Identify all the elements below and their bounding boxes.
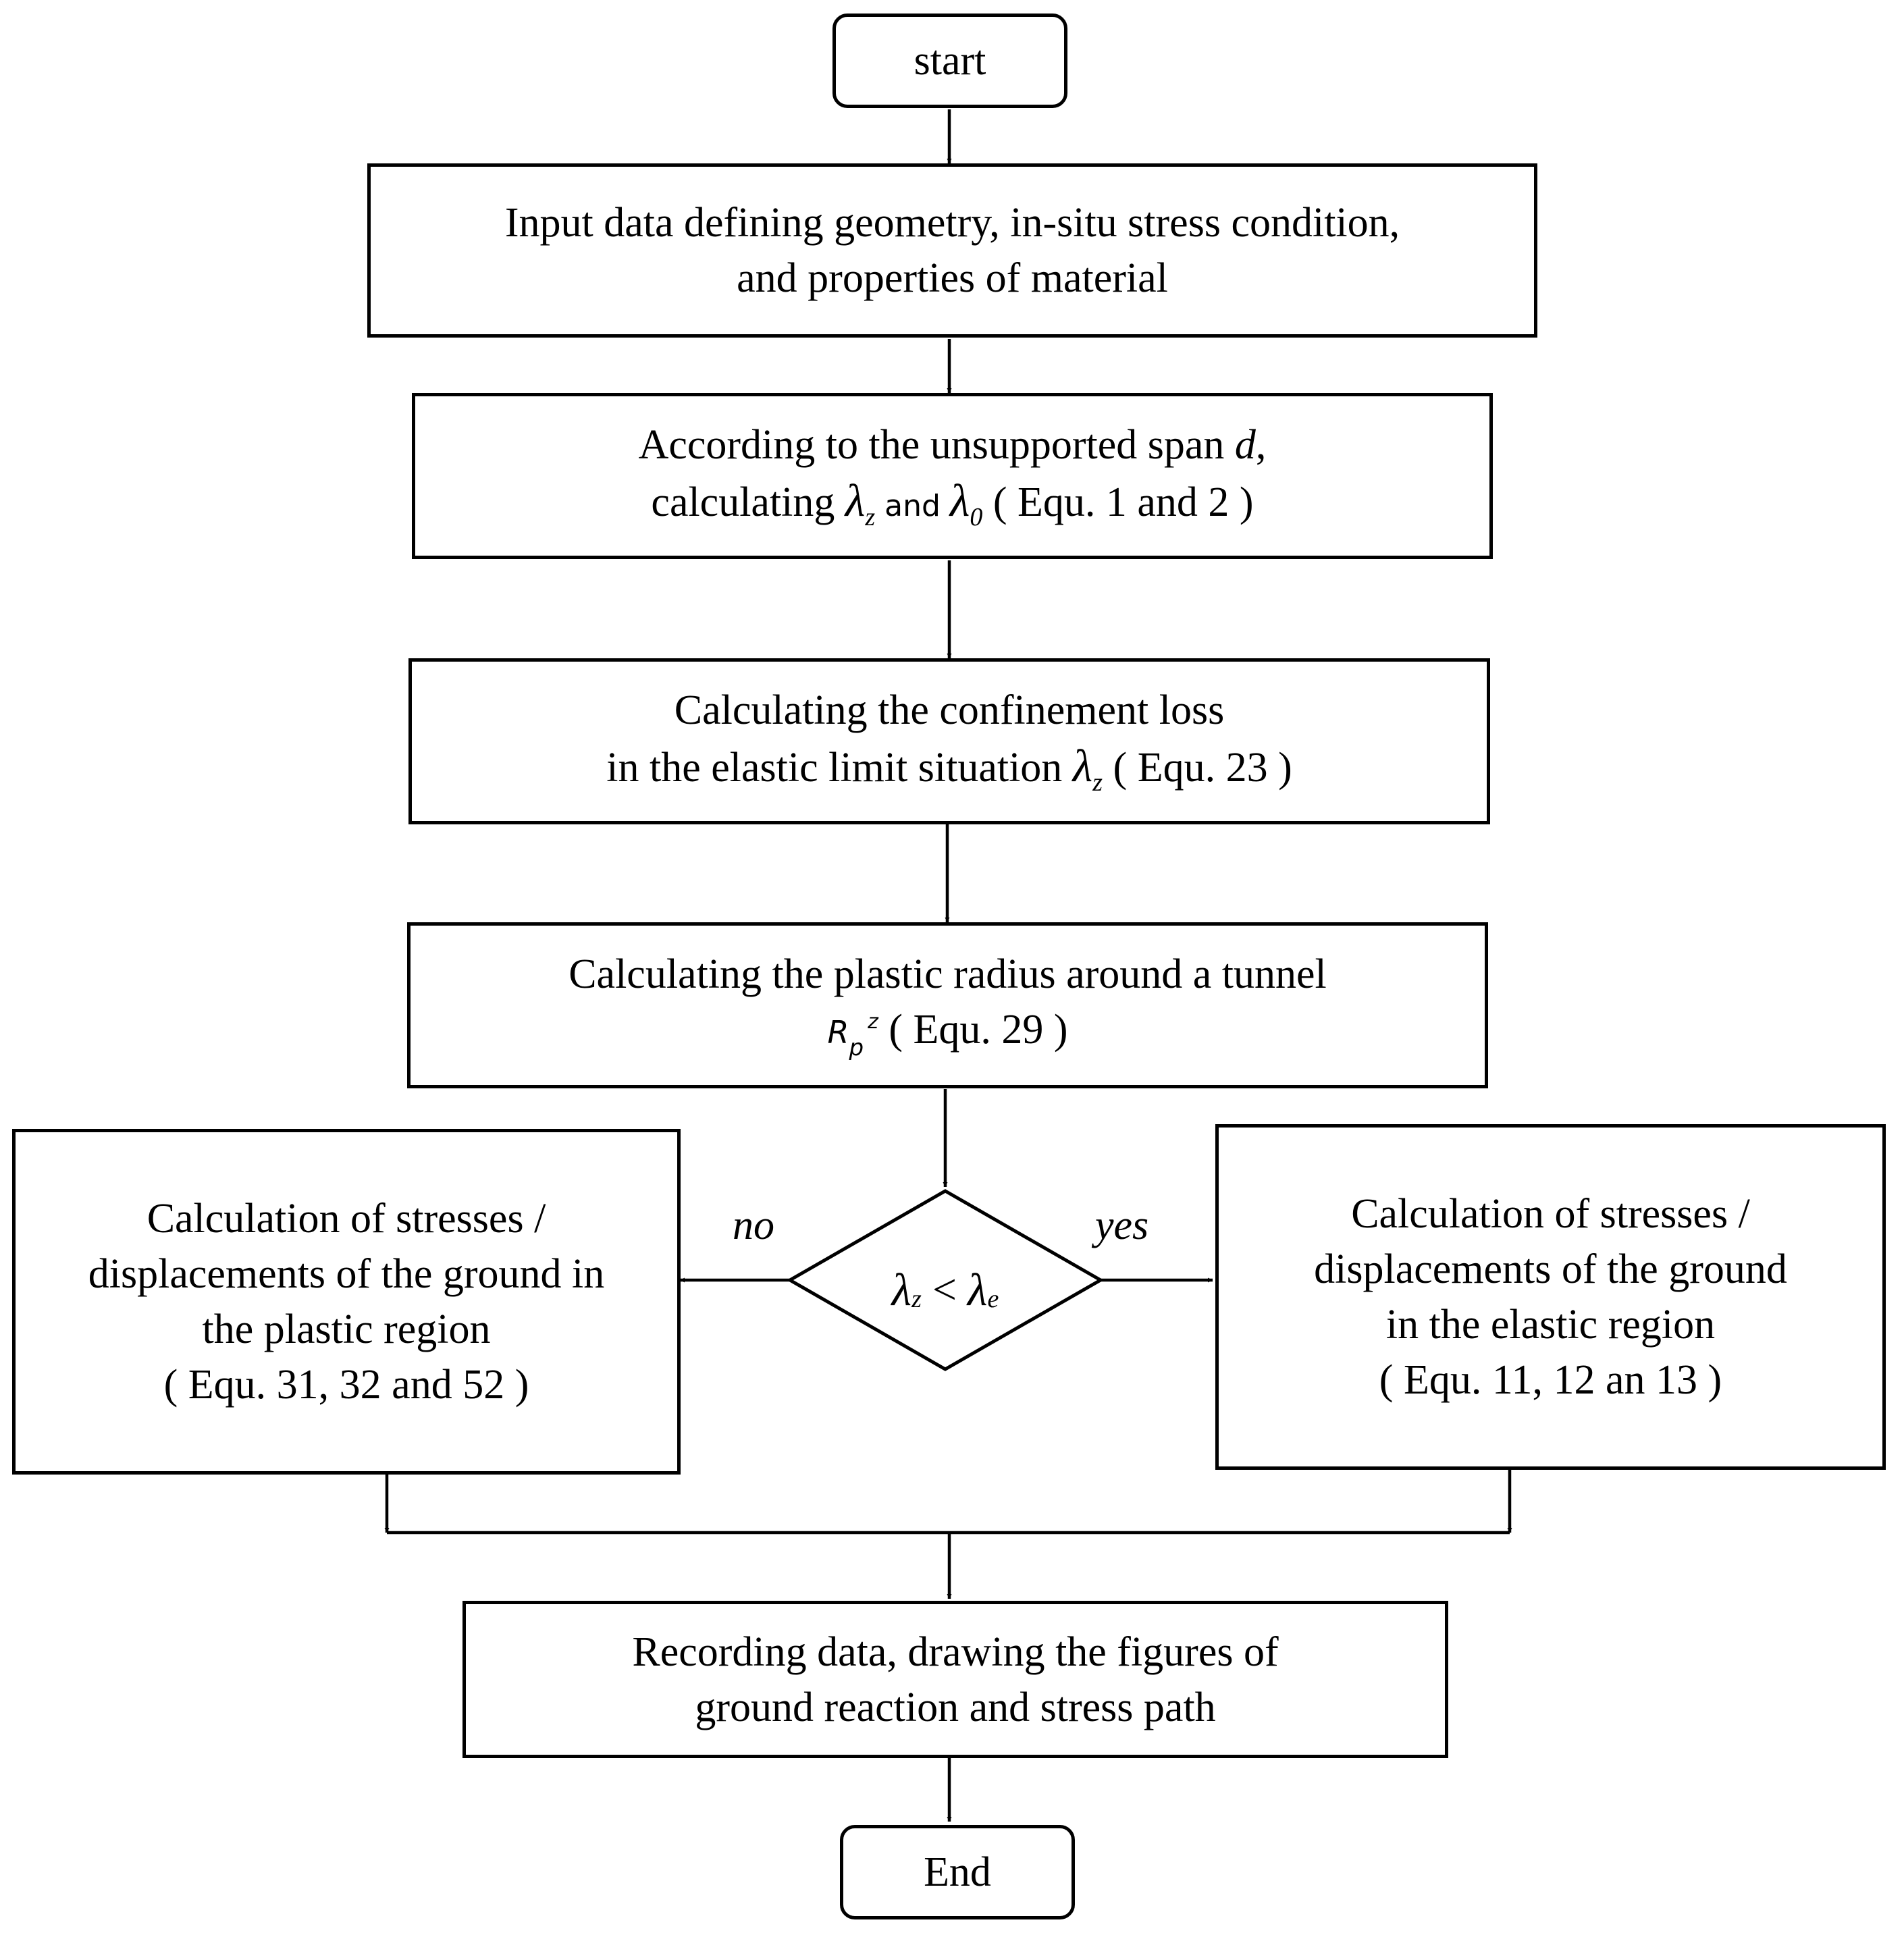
lambda-symbol: λ — [949, 474, 970, 526]
plastic-calc-line-1: Calculation of stresses / — [147, 1196, 546, 1242]
lambda-symbol: λ — [1072, 739, 1093, 791]
lambda-symbol: λ — [968, 1263, 988, 1315]
record-line-2: ground reaction and stress path — [695, 1684, 1216, 1730]
radius-line-2: Rpz ( Equ. 29 ) — [827, 1006, 1068, 1061]
end-label: End — [924, 1849, 991, 1895]
elastic-region-calc: Calculation of stresses / displacements … — [1215, 1124, 1886, 1470]
span-line-2: calculating λz and λ0 ( Equ. 1 and 2 ) — [651, 474, 1254, 531]
plastic-region-calc: Calculation of stresses / displacements … — [12, 1129, 681, 1475]
plastic-calc-line-4: ( Equ. 31, 32 and 52 ) — [163, 1362, 529, 1408]
input-data-step: Input data defining geometry, in-situ st… — [367, 163, 1537, 338]
plastic-calc-line-2: displacements of the ground in — [88, 1251, 605, 1297]
radius-line-1: Calculating the plastic radius around a … — [568, 951, 1327, 997]
start-node: start — [832, 14, 1067, 108]
plastic-radius-step: Calculating the plastic radius around a … — [407, 922, 1488, 1088]
elastic-calc-line-4: ( Equ. 11, 12 an 13 ) — [1379, 1357, 1722, 1403]
confinement-line-1: Calculating the confinement loss — [674, 687, 1225, 733]
elastic-calc-line-3: in the elastic region — [1385, 1302, 1716, 1348]
confinement-loss-step: Calculating the confinement loss in the … — [408, 658, 1490, 824]
span-lambda-step: According to the unsupported span d, cal… — [412, 393, 1493, 559]
confinement-line-2: in the elastic limit situation λz ( Equ.… — [606, 739, 1292, 797]
span-line-1: According to the unsupported span d, — [638, 421, 1267, 468]
plastic-calc-line-3: the plastic region — [202, 1306, 491, 1352]
lambda-symbol: λ — [891, 1263, 912, 1315]
decision-diamond — [786, 1189, 1105, 1371]
start-label: start — [914, 38, 986, 84]
no-branch-label: no — [733, 1202, 774, 1248]
input-line-1: Input data defining geometry, in-situ st… — [504, 200, 1400, 246]
yes-branch-label: yes — [1095, 1202, 1149, 1248]
input-line-2: and properties of material — [737, 255, 1168, 301]
elastic-calc-line-1: Calculation of stresses / — [1351, 1191, 1750, 1237]
record-data-step: Recording data, drawing the figures of g… — [462, 1601, 1448, 1758]
record-line-1: Recording data, drawing the figures of — [632, 1628, 1279, 1675]
end-node: End — [840, 1825, 1075, 1919]
elastic-calc-line-2: displacements of the ground — [1314, 1246, 1787, 1292]
lambda-symbol: λ — [845, 474, 866, 526]
